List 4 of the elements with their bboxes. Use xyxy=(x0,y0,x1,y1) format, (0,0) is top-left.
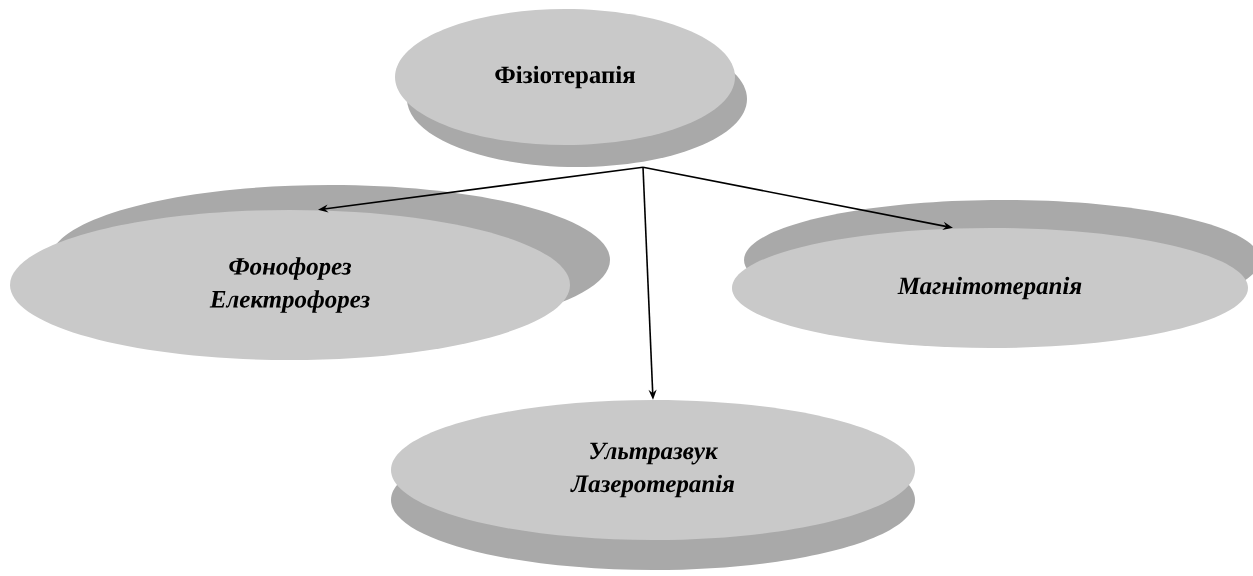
disc: Фонофорез Електрофорез xyxy=(10,185,610,360)
disc: Ультразвук Лазеротерапія xyxy=(391,400,915,570)
disc: Магнітотерапія xyxy=(732,200,1253,348)
disc: Фізіотерапія xyxy=(395,9,747,167)
